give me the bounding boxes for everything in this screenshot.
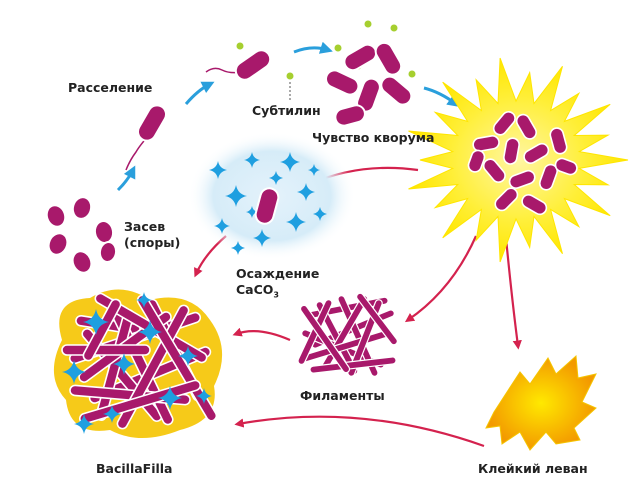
- label-dispersal: Расселение: [68, 80, 153, 95]
- caco3-crystal: [253, 229, 271, 247]
- label-seeding-line1: Засев: [124, 219, 166, 234]
- dispersal-cells: [125, 49, 272, 171]
- subtilin-molecule: [408, 70, 416, 78]
- arrow-to-quorum: [293, 41, 333, 54]
- caco3-crystal: [158, 386, 182, 410]
- caco3-crystal: [196, 388, 212, 404]
- subtilin-molecule: [334, 44, 342, 52]
- caco3-glow: [188, 132, 356, 260]
- levan-glue: [485, 354, 597, 451]
- rod-cell: [325, 69, 360, 96]
- caco3-crystal: [113, 353, 135, 375]
- filament: [337, 295, 379, 377]
- arrow-filaments-to-bacillafilla: [232, 327, 291, 342]
- spore-cell: [93, 220, 115, 244]
- caco3-crystal: [246, 206, 258, 218]
- spore-cell: [71, 250, 93, 274]
- caco3-crystal: [83, 309, 109, 335]
- caco3-crystal: [214, 218, 230, 234]
- rod-cell: [374, 41, 403, 76]
- subtilin-molecule: [364, 20, 372, 28]
- rod-cell: [234, 49, 272, 81]
- caco3-crystal: [280, 152, 300, 172]
- label-caco-sub: 3: [273, 290, 279, 300]
- caco3-crystal: [269, 171, 283, 185]
- caco3-crystal: [231, 241, 245, 255]
- label-precipitation-line2: CaCO3: [236, 282, 319, 301]
- label-subtilin: Субтилин: [252, 103, 321, 118]
- arrow-burst-to-levan: [504, 237, 522, 350]
- burst-cells: [467, 111, 578, 216]
- quorum-cluster: [325, 41, 413, 127]
- quorum-burst: [408, 57, 629, 263]
- rod-cell: [380, 75, 413, 106]
- rod-cell: [343, 43, 378, 72]
- rod-cell: [137, 104, 167, 142]
- rod-cell: [61, 344, 151, 356]
- arrow-disperse-upper: [184, 81, 215, 105]
- caco3-crystal: [138, 320, 162, 344]
- subtilin-molecule: [286, 72, 294, 80]
- label-quorum: Чувство кворума: [312, 130, 435, 145]
- label-filaments: Филаменты: [300, 388, 385, 403]
- label-precipitation-line1: Осаждение: [236, 266, 320, 281]
- arrow-seed-to-disperse: [116, 165, 136, 192]
- caco3-crystal: [74, 414, 94, 434]
- caco3-crystal: [209, 161, 227, 179]
- spore-cell: [47, 232, 69, 256]
- label-seeding-line2: (споры): [124, 234, 181, 250]
- caco3-crystal: [313, 207, 327, 221]
- caco3-crystal: [136, 292, 152, 308]
- spore-cluster: [45, 196, 118, 274]
- rod-cell: [334, 104, 366, 127]
- label-precipitation: Осаждение CaCO3: [236, 266, 319, 300]
- spore-cell: [45, 204, 67, 228]
- arrow-to-burst: [423, 86, 461, 108]
- filament: [356, 292, 398, 346]
- caco3-crystal: [297, 183, 315, 201]
- spore-cell: [98, 241, 118, 263]
- bacillafilla-composite: [53, 289, 223, 438]
- label-bacillafilla: BacillaFilla: [96, 461, 173, 476]
- caco3-crystal: [244, 152, 260, 168]
- filament-mesh: [297, 292, 398, 377]
- caco3-crystal: [103, 405, 121, 423]
- caco3-crystal: [308, 164, 320, 176]
- label-seeding: Засев (споры): [124, 219, 180, 250]
- caco3-crystal: [178, 346, 198, 366]
- arrow-levan-to-bacillafilla: [234, 415, 485, 448]
- label-caco: CaCO: [236, 281, 274, 297]
- filament: [309, 356, 397, 374]
- caco3-crystal: [225, 185, 247, 207]
- rod-cell: [254, 187, 280, 225]
- subtilin-molecule: [236, 42, 244, 50]
- caco3-crystal: [62, 360, 86, 384]
- filament: [299, 304, 351, 374]
- arrow-burst-to-filaments: [404, 235, 478, 323]
- caco3-crystal: [286, 212, 306, 232]
- label-levan: Клейкий леван: [478, 461, 588, 476]
- spore-cell: [71, 196, 93, 220]
- subtilin-molecule: [390, 24, 398, 32]
